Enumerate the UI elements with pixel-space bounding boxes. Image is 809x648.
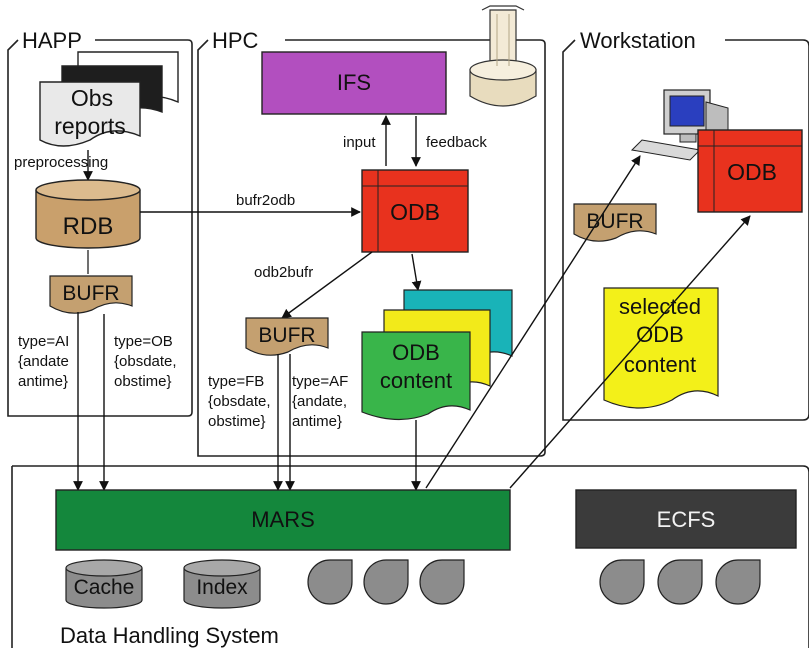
input-label: input xyxy=(343,134,376,151)
type-ob-label: type=OB {obsdate, obstime} xyxy=(114,333,177,390)
odb-ws-label: ODB xyxy=(727,159,777,185)
ecfs-box: ECFS xyxy=(575,489,797,549)
workstation-computer-icon xyxy=(630,89,729,161)
feedback-label: feedback xyxy=(426,134,487,151)
supercomputer-icon xyxy=(469,5,537,107)
bufr-happ: BUFR xyxy=(49,275,133,314)
bufr-happ-label: BUFR xyxy=(62,282,119,305)
bufr-ws-label: BUFR xyxy=(586,210,643,233)
tape-cartridge-icon xyxy=(599,559,645,605)
hpc-group: HPC xyxy=(197,28,546,457)
cache-label: Cache xyxy=(74,576,135,599)
dhs-label: Data Handling System xyxy=(60,623,279,648)
type-ai-line3: antime} xyxy=(18,373,68,390)
mars-box: MARS xyxy=(55,489,511,551)
bufr-ws: BUFR xyxy=(573,203,657,242)
mars-label: MARS xyxy=(251,507,315,532)
type-af-line2: {andate, xyxy=(292,393,347,410)
rdb-database: RDB xyxy=(35,179,141,249)
odb-hpc-box: ODB xyxy=(361,169,469,253)
bufr-hpc-label: BUFR xyxy=(258,324,315,347)
arrow-mars-to-odb-ws xyxy=(509,215,751,489)
type-af-label: type=AF {andate, antime} xyxy=(292,373,348,430)
obs-reports-line2: reports xyxy=(54,113,126,139)
workstation-label: Workstation xyxy=(580,28,696,53)
odb2bufr-label: odb2bufr xyxy=(254,264,313,281)
type-ob-line3: obstime} xyxy=(114,373,172,390)
hpc-label: HPC xyxy=(212,28,259,53)
obs-reports-line1: Obs xyxy=(71,85,113,111)
type-af-line3: antime} xyxy=(292,413,342,430)
odb-content-line2: content xyxy=(380,368,452,393)
type-ai-label: type=AI {andate antime} xyxy=(18,333,69,390)
type-ai-line1: type=AI xyxy=(18,333,69,350)
arrow-odb-to-content xyxy=(411,253,422,291)
odb-ws-box: ODB xyxy=(697,129,803,213)
odb-content-stack: ODB content xyxy=(361,289,513,421)
selected-odb-content: selected ODB content xyxy=(603,287,719,409)
bufr-hpc: BUFR xyxy=(245,317,329,356)
arrow-odb-to-bufr xyxy=(281,251,373,319)
type-af-line1: type=AF xyxy=(292,373,348,390)
preprocessing-label: preprocessing xyxy=(14,154,108,171)
odb-content-line1: ODB xyxy=(392,340,440,365)
odb-hpc-label: ODB xyxy=(390,199,440,225)
ifs-box: IFS xyxy=(261,51,447,115)
tape-cartridge-icon xyxy=(363,559,409,605)
bufr2odb-label: bufr2odb xyxy=(236,192,295,209)
index-label: Index xyxy=(196,576,248,599)
tape-cartridge-icon xyxy=(307,559,353,605)
rdb-label: RDB xyxy=(63,213,114,240)
cache-disk: Cache xyxy=(65,559,143,609)
type-fb-line1: type=FB xyxy=(208,373,264,390)
type-fb-line2: {obsdate, xyxy=(208,393,271,410)
type-fb-line3: obstime} xyxy=(208,413,266,430)
selected-line1: selected xyxy=(619,294,701,319)
ifs-label: IFS xyxy=(337,70,371,95)
tape-cartridge-icon xyxy=(657,559,703,605)
type-ai-line2: {andate xyxy=(18,353,69,370)
ecfs-label: ECFS xyxy=(657,507,716,532)
type-ob-line1: type=OB xyxy=(114,333,173,350)
happ-group: HAPP xyxy=(7,28,193,417)
happ-label: HAPP xyxy=(22,28,82,53)
arrow-mars-to-workstation xyxy=(425,155,641,489)
selected-line3: content xyxy=(624,352,696,377)
type-ob-line2: {obsdate, xyxy=(114,353,177,370)
selected-line2: ODB xyxy=(636,322,684,347)
tape-cartridge-icon xyxy=(419,559,465,605)
type-fb-label: type=FB {obsdate, obstime} xyxy=(208,373,271,430)
index-disk: Index xyxy=(183,559,261,609)
tape-cartridge-icon xyxy=(715,559,761,605)
obs-reports-stack: Obs reports xyxy=(39,51,179,147)
